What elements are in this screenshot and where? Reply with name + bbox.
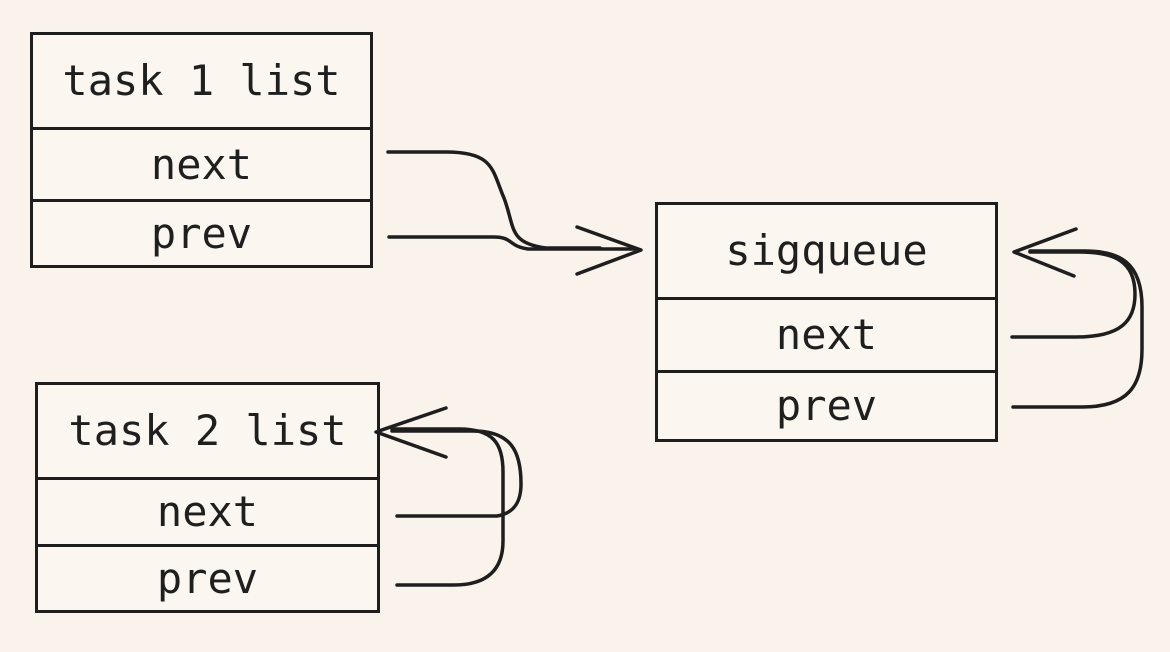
arrow-task1-prev-to-sigqueue bbox=[387, 235, 636, 251]
arrow-sigqueue-next-loop bbox=[1010, 250, 1137, 339]
node-field-next: next bbox=[658, 297, 995, 370]
node-field-prev: prev bbox=[658, 370, 995, 439]
node-field-prev: prev bbox=[38, 544, 377, 610]
node-field-next: next bbox=[38, 477, 377, 544]
node-title: task 2 list bbox=[68, 406, 347, 455]
arrow-task2-next-loop bbox=[390, 429, 523, 518]
arrowhead-left-icon bbox=[1012, 227, 1078, 278]
node-sigqueue: sigqueue next prev bbox=[655, 202, 998, 442]
arrowhead-left-icon bbox=[374, 406, 448, 459]
arrow-task1-next-to-sigqueue bbox=[386, 150, 602, 250]
node-title: sigqueue bbox=[725, 226, 928, 275]
node-title: task 1 list bbox=[62, 56, 341, 105]
node-task2-list: task 2 list next prev bbox=[35, 382, 380, 613]
arrow-sigqueue-prev-loop bbox=[1011, 249, 1144, 409]
node-field-next: next bbox=[33, 127, 370, 199]
arrow-task2-prev-loop bbox=[390, 427, 505, 587]
node-task1-list: task 1 list next prev bbox=[30, 32, 373, 268]
arrowhead-right-icon bbox=[575, 225, 643, 276]
node-field-prev: prev bbox=[33, 199, 370, 265]
